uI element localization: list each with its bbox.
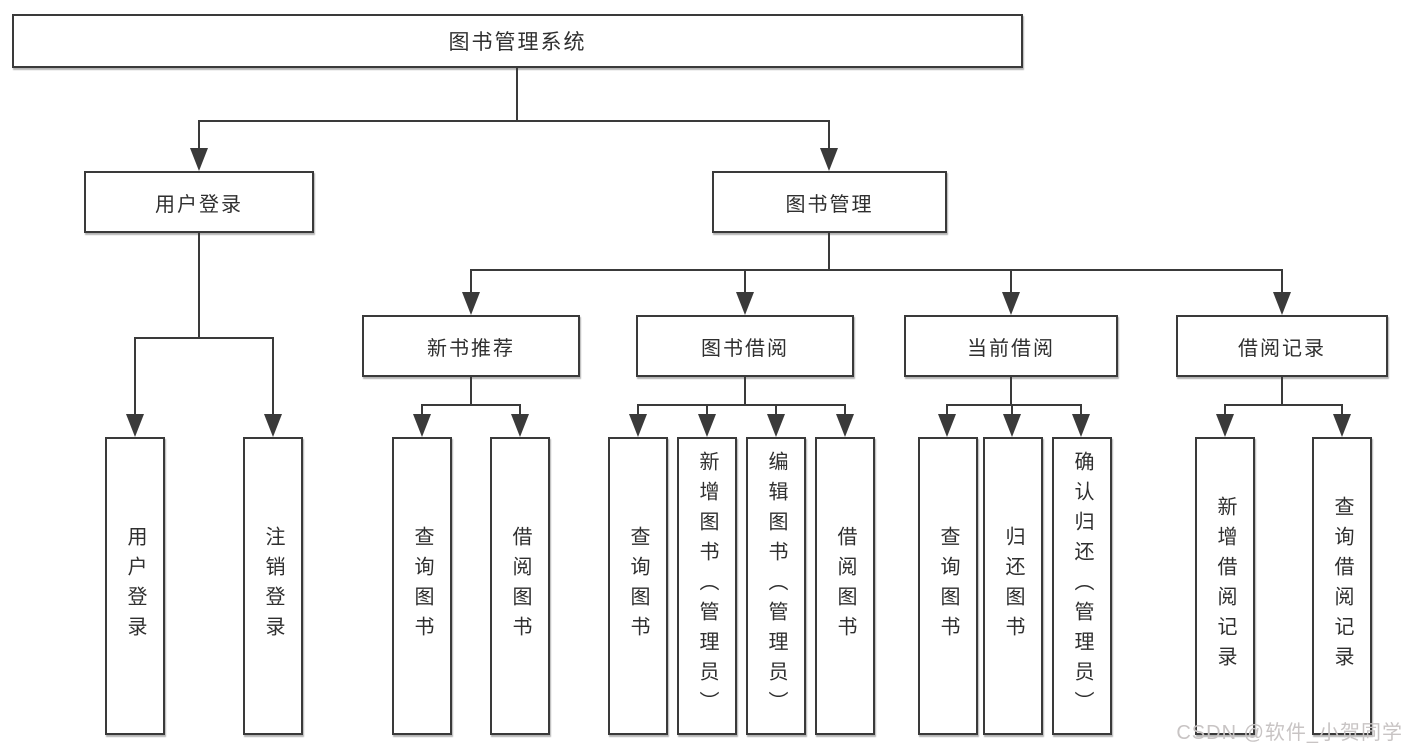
arrow-down-icon <box>462 292 480 315</box>
connector-line <box>946 404 1082 406</box>
leaf-query-books-newbook: 查询图书 <box>392 437 452 735</box>
connector-line <box>1010 269 1012 295</box>
connector-line <box>844 404 846 418</box>
connector-line <box>470 377 472 406</box>
arrow-down-icon <box>413 414 431 437</box>
arrow-down-icon <box>126 414 144 437</box>
leaf-query-books-borrow: 查询图书 <box>608 437 668 735</box>
arrow-down-icon <box>836 414 854 437</box>
connector-line <box>198 233 200 339</box>
arrow-down-icon <box>1003 414 1021 437</box>
connector-line <box>1011 404 1013 418</box>
arrow-down-icon <box>1333 414 1351 437</box>
connector-line <box>519 404 521 418</box>
arrow-down-icon <box>938 414 956 437</box>
node-book-management: 图书管理 <box>712 171 947 233</box>
leaf-query-borrow-record: 查询借阅记录 <box>1312 437 1372 735</box>
connector-line <box>272 337 274 416</box>
connector-line <box>1341 404 1343 418</box>
connector-line <box>637 404 639 418</box>
connector-line <box>1080 404 1082 418</box>
leaf-logout: 注销登录 <box>243 437 303 735</box>
connector-line <box>470 269 472 295</box>
leaf-query-books-current: 查询图书 <box>918 437 978 735</box>
leaf-edit-books-admin: 编辑图书（管理员） <box>746 437 806 735</box>
connector-line <box>134 337 136 416</box>
connector-line <box>1281 269 1283 295</box>
connector-line <box>706 404 708 418</box>
connector-line <box>1224 404 1343 406</box>
connector-line <box>828 233 830 271</box>
arrow-down-icon <box>767 414 785 437</box>
connector-line <box>1224 404 1226 418</box>
connector-line <box>198 120 830 122</box>
node-new-book-recommend: 新书推荐 <box>362 315 580 377</box>
arrow-down-icon <box>264 414 282 437</box>
connector-line <box>134 337 274 339</box>
connector-line <box>946 404 948 418</box>
connector-line <box>775 404 777 418</box>
leaf-return-books: 归还图书 <box>983 437 1043 735</box>
node-borrow-records: 借阅记录 <box>1176 315 1388 377</box>
connector-line <box>516 68 518 122</box>
leaf-confirm-return-admin: 确认归还（管理员） <box>1052 437 1112 735</box>
arrow-down-icon <box>820 148 838 171</box>
arrow-down-icon <box>698 414 716 437</box>
connector-line <box>828 120 830 150</box>
leaf-borrow-books-newbook: 借阅图书 <box>490 437 550 735</box>
connector-line <box>198 120 200 150</box>
leaf-add-borrow-record: 新增借阅记录 <box>1195 437 1255 735</box>
leaf-borrow-books-borrow: 借阅图书 <box>815 437 875 735</box>
arrow-down-icon <box>1002 292 1020 315</box>
arrow-down-icon <box>736 292 754 315</box>
connector-line <box>744 269 746 295</box>
node-current-borrowing: 当前借阅 <box>904 315 1118 377</box>
arrow-down-icon <box>1273 292 1291 315</box>
arrow-down-icon <box>511 414 529 437</box>
arrow-down-icon <box>629 414 647 437</box>
connector-line <box>1010 377 1012 406</box>
watermark: CSDN @软件_小贺同学 <box>1176 722 1403 744</box>
leaf-add-books-admin: 新增图书（管理员） <box>677 437 737 735</box>
connector-line <box>421 404 423 418</box>
connector-line <box>637 404 846 406</box>
node-library-system: 图书管理系统 <box>12 14 1023 68</box>
arrow-down-icon <box>1072 414 1090 437</box>
connector-line <box>421 404 521 406</box>
arrow-down-icon <box>190 148 208 171</box>
connector-line <box>1281 377 1283 406</box>
node-book-borrowing: 图书借阅 <box>636 315 854 377</box>
connector-line <box>744 377 746 406</box>
arrow-down-icon <box>1216 414 1234 437</box>
leaf-user-login: 用户登录 <box>105 437 165 735</box>
node-user-login: 用户登录 <box>84 171 314 233</box>
connector-line <box>470 269 1283 271</box>
